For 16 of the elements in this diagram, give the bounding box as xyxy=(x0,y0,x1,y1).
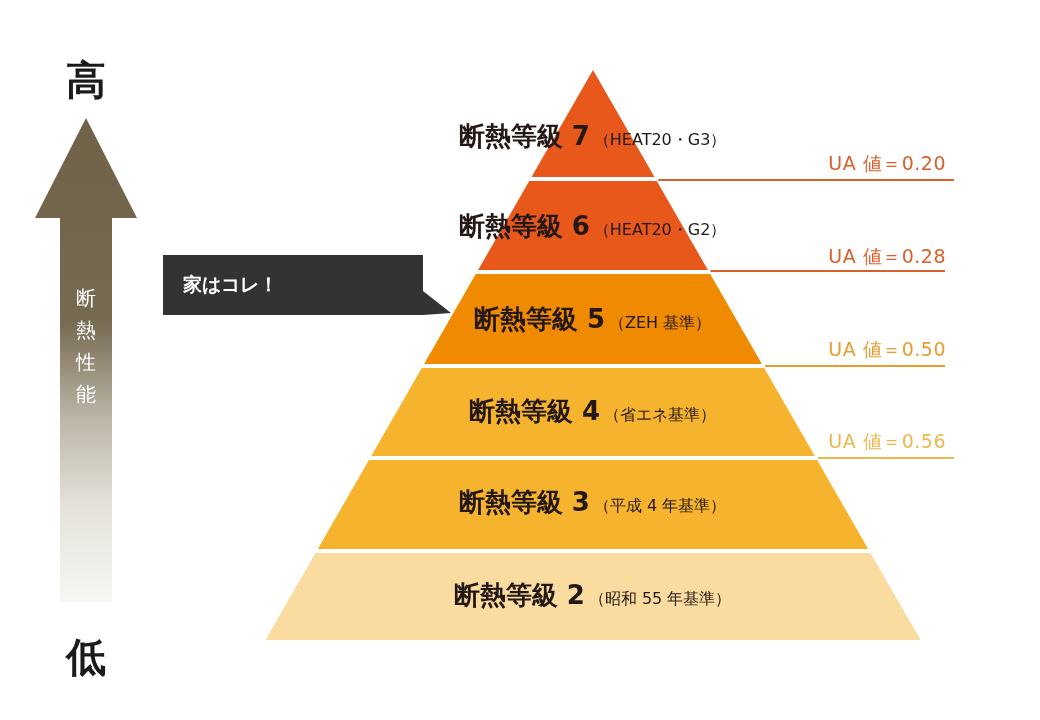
standard-label: （昭和 55 年基準） xyxy=(588,589,732,609)
ua-value-label: UA 値＝0.20 xyxy=(828,151,946,175)
ua-value-label: UA 値＝0.56 xyxy=(828,429,946,453)
ua-value-label: UA 値＝0.50 xyxy=(828,337,946,361)
grade-label: 断熱等級 2 xyxy=(453,580,585,610)
ua-value-label: UA 値＝0.28 xyxy=(828,244,946,268)
standard-label: （ZEH 基準） xyxy=(609,313,712,333)
axis-label: 断熱性能 xyxy=(75,285,97,408)
standard-label: （平成 4 年基準） xyxy=(593,496,727,516)
standard-label: （省エネ基準） xyxy=(604,405,717,425)
scale-end-label: 低 xyxy=(64,635,107,679)
scale-end-label: 高 xyxy=(65,58,107,102)
grade-label: 断熱等級 5 xyxy=(473,304,605,334)
callout-text: 家はコレ！ xyxy=(183,272,278,296)
grade-label: 断熱等級 4 xyxy=(468,396,601,426)
grade-label: 断熱等級 3 xyxy=(458,487,590,517)
